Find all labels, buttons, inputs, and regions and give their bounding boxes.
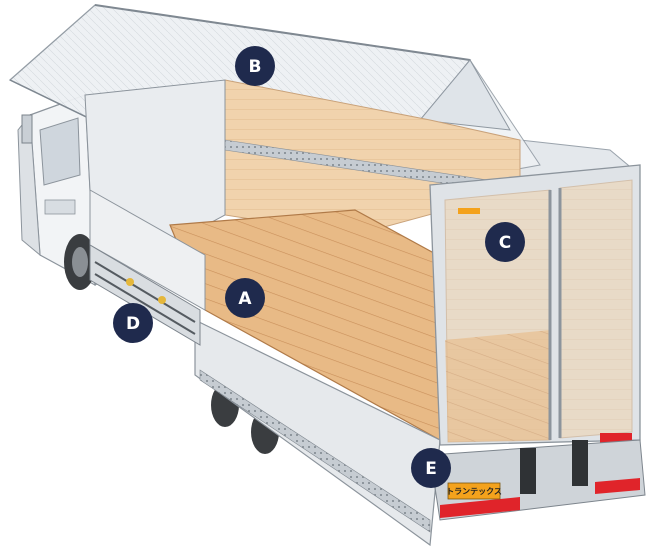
rear-bumper <box>429 439 646 521</box>
brand-plate: トランテックス <box>446 482 502 500</box>
callout-e: E <box>411 448 451 488</box>
callout-b-label: B <box>249 57 262 77</box>
brand-plate-text: トランテックス <box>446 486 502 496</box>
rear-doors <box>429 164 641 474</box>
callout-a-label: A <box>238 289 252 309</box>
side-gate <box>194 319 441 547</box>
callout-e-label: E <box>425 459 437 479</box>
callout-b: B <box>235 46 275 86</box>
front-side-gate <box>89 189 206 311</box>
callout-c: C <box>485 222 525 262</box>
reflector-stripe-left <box>440 497 520 518</box>
callout-c-label: C <box>499 233 511 253</box>
callout-d-label: D <box>126 314 140 334</box>
reflector-stripe-right <box>595 478 640 494</box>
under-guard <box>89 244 201 346</box>
callout-a: A <box>225 278 265 318</box>
callout-d: D <box>113 303 153 343</box>
